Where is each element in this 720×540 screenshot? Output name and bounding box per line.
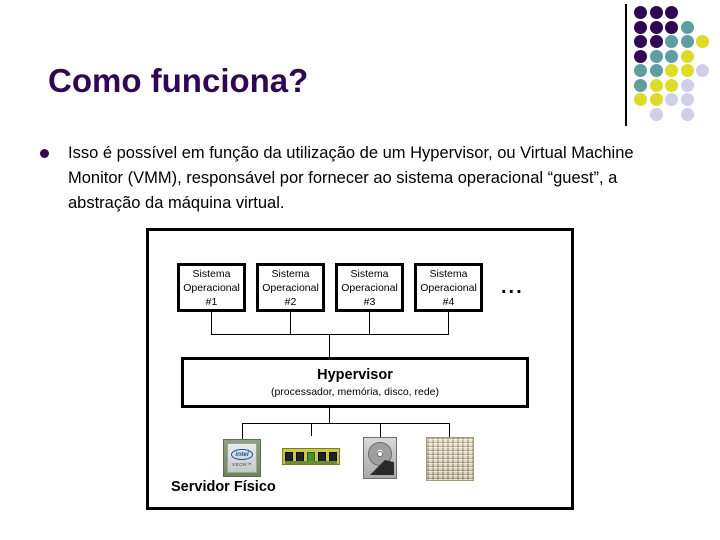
decorative-dot (665, 49, 678, 63)
guest-os-label-line2: Operacional (262, 281, 319, 294)
decorative-dot (680, 93, 694, 106)
guest-os-label-line1: Sistema (350, 267, 389, 280)
decorative-dot (649, 64, 663, 77)
cpu-icon: intel XEON™ (223, 439, 261, 477)
bullet-paragraph: Isso é possível em função da utilização … (40, 141, 685, 216)
connector-os2 (290, 312, 291, 334)
decorative-dot (680, 49, 694, 63)
physical-server-label: Servidor Físico (171, 479, 276, 495)
connector-hw-ram (311, 423, 312, 436)
decorative-dot (649, 107, 663, 121)
hypervisor-title: Hypervisor (317, 366, 393, 383)
decorative-dot (649, 49, 663, 63)
cpu-die: intel XEON™ (227, 443, 257, 473)
guest-os-label-line2: Operacional (341, 281, 398, 294)
decorative-dot (634, 49, 647, 63)
ram-chip (329, 451, 337, 462)
decorative-dot (634, 93, 647, 106)
connector-hw-disk (380, 423, 381, 439)
ram-chip (307, 451, 315, 462)
decorative-dot (665, 93, 678, 106)
decorative-dot (665, 64, 678, 77)
guest-os-box-2: Sistema Operacional #2 (256, 263, 325, 312)
decorative-dot (649, 35, 663, 48)
decorative-dot (634, 6, 647, 19)
decorative-dot (696, 64, 709, 77)
hard-disk-icon (363, 437, 397, 479)
connector-os1 (211, 312, 212, 334)
decorative-dot (634, 20, 647, 34)
guest-os-label-line3: #2 (284, 295, 297, 308)
connector-os4 (448, 312, 449, 334)
ram-chip (285, 451, 293, 462)
decorative-dot (665, 6, 678, 19)
decorative-dot (649, 20, 663, 34)
network-cables-icon (426, 437, 474, 481)
decorative-dot (649, 93, 663, 106)
decorative-dot (649, 6, 663, 19)
guest-os-label-line3: #3 (363, 295, 376, 308)
decorative-dot (634, 35, 647, 48)
ram-chip (318, 451, 326, 462)
page-title: Como funciona? (48, 62, 309, 99)
decorative-dot (665, 20, 678, 34)
decorative-dot-grid (634, 6, 712, 124)
decorative-dot (634, 78, 647, 92)
hypervisor-box: Hypervisor (processador, memória, disco,… (181, 357, 529, 408)
connector-hw-cpu (242, 423, 243, 439)
vertical-rule-icon (625, 4, 627, 126)
connector-os-bus (211, 334, 449, 335)
decorative-dot (665, 35, 678, 48)
cpu-model-label: XEON™ (232, 462, 252, 467)
connector-os3 (369, 312, 370, 334)
connector-bus-to-hypervisor (329, 334, 330, 357)
guest-os-label-line2: Operacional (183, 281, 240, 294)
decorative-dot (680, 35, 694, 48)
decorative-dot (680, 78, 694, 92)
connector-hardware-bus (242, 423, 449, 424)
guest-os-label-line1: Sistema (192, 267, 231, 280)
decorative-dot (634, 64, 647, 77)
decorative-dot (696, 35, 709, 48)
guest-os-box-3: Sistema Operacional #3 (335, 263, 404, 312)
guest-os-box-1: Sistema Operacional #1 (177, 263, 246, 312)
guest-os-box-4: Sistema Operacional #4 (414, 263, 483, 312)
ram-module-icon (282, 448, 340, 465)
bullet-dot-icon (40, 149, 49, 158)
hdd-spindle (377, 451, 383, 457)
guest-os-label-line3: #1 (205, 295, 218, 308)
ram-chip (296, 451, 304, 462)
intel-logo-icon: intel (231, 449, 253, 460)
guest-os-label-line1: Sistema (429, 267, 468, 280)
cpu-icon-wrap: intel XEON™ (223, 439, 261, 477)
decorative-dot (649, 78, 663, 92)
decorative-dot (680, 20, 694, 34)
guest-os-row: Sistema Operacional #1 Sistema Operacion… (177, 263, 524, 312)
decorative-dot (680, 107, 694, 121)
decorative-dot (665, 78, 678, 92)
architecture-diagram: Sistema Operacional #1 Sistema Operacion… (146, 228, 574, 510)
network-icon-wrap (426, 437, 474, 481)
hardware-row: intel XEON™ (149, 431, 577, 487)
hard-disk-icon-wrap (363, 437, 397, 479)
guest-os-label-line2: Operacional (420, 281, 477, 294)
ram-icon-wrap (282, 448, 340, 465)
connector-hw-network (449, 423, 450, 439)
guest-os-label-line1: Sistema (271, 267, 310, 280)
guest-os-overflow-ellipsis: ... (501, 276, 524, 298)
hypervisor-subtitle: (processador, memória, disco, rede) (270, 385, 440, 398)
decorative-dot (680, 64, 694, 77)
guest-os-label-line3: #4 (442, 295, 455, 308)
bullet-text: Isso é possível em função da utilização … (68, 144, 634, 212)
connector-hypervisor-stem (329, 408, 330, 423)
